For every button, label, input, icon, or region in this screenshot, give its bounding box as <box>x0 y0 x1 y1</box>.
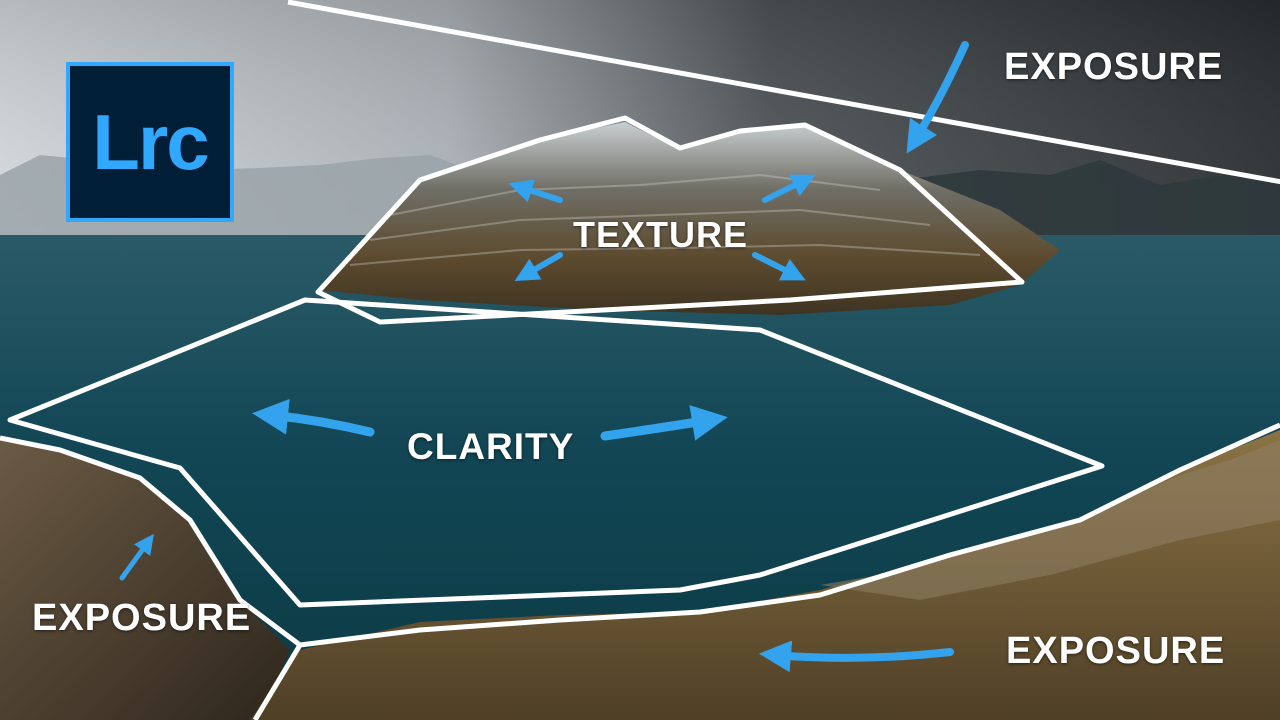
arrow-icon <box>752 252 806 281</box>
central-mountain <box>318 122 1060 315</box>
texture-outline <box>315 115 1025 325</box>
arrows <box>119 41 969 673</box>
left-rock-cliff <box>0 440 290 720</box>
exposure-label-bottom-left: EXPOSURE <box>32 597 252 639</box>
exposure-sky-outline <box>287 0 1280 185</box>
arrow-icon <box>762 174 816 203</box>
texture-label: TEXTURE <box>573 214 749 255</box>
clarity-outline <box>7 297 1105 608</box>
logo-text: Lrc <box>92 98 209 186</box>
lightroom-classic-logo: Lrc <box>66 62 234 222</box>
exposure-bottom-outline <box>252 422 1280 720</box>
clarity-label: CLARITY <box>407 426 575 467</box>
arrow-icon <box>600 405 728 441</box>
arrow-icon <box>252 398 375 437</box>
arrow-icon <box>906 41 969 154</box>
arrow-icon <box>514 252 563 281</box>
arrow-icon <box>119 533 154 581</box>
exposure-label-bottom-right: EXPOSURE <box>1006 630 1226 672</box>
exposure-left-outline <box>0 435 302 647</box>
arrow-icon <box>508 179 563 203</box>
bottom-grass-hill <box>250 430 1280 720</box>
arrow-icon <box>759 640 954 673</box>
exposure-label-top-right: EXPOSURE <box>1004 46 1224 88</box>
